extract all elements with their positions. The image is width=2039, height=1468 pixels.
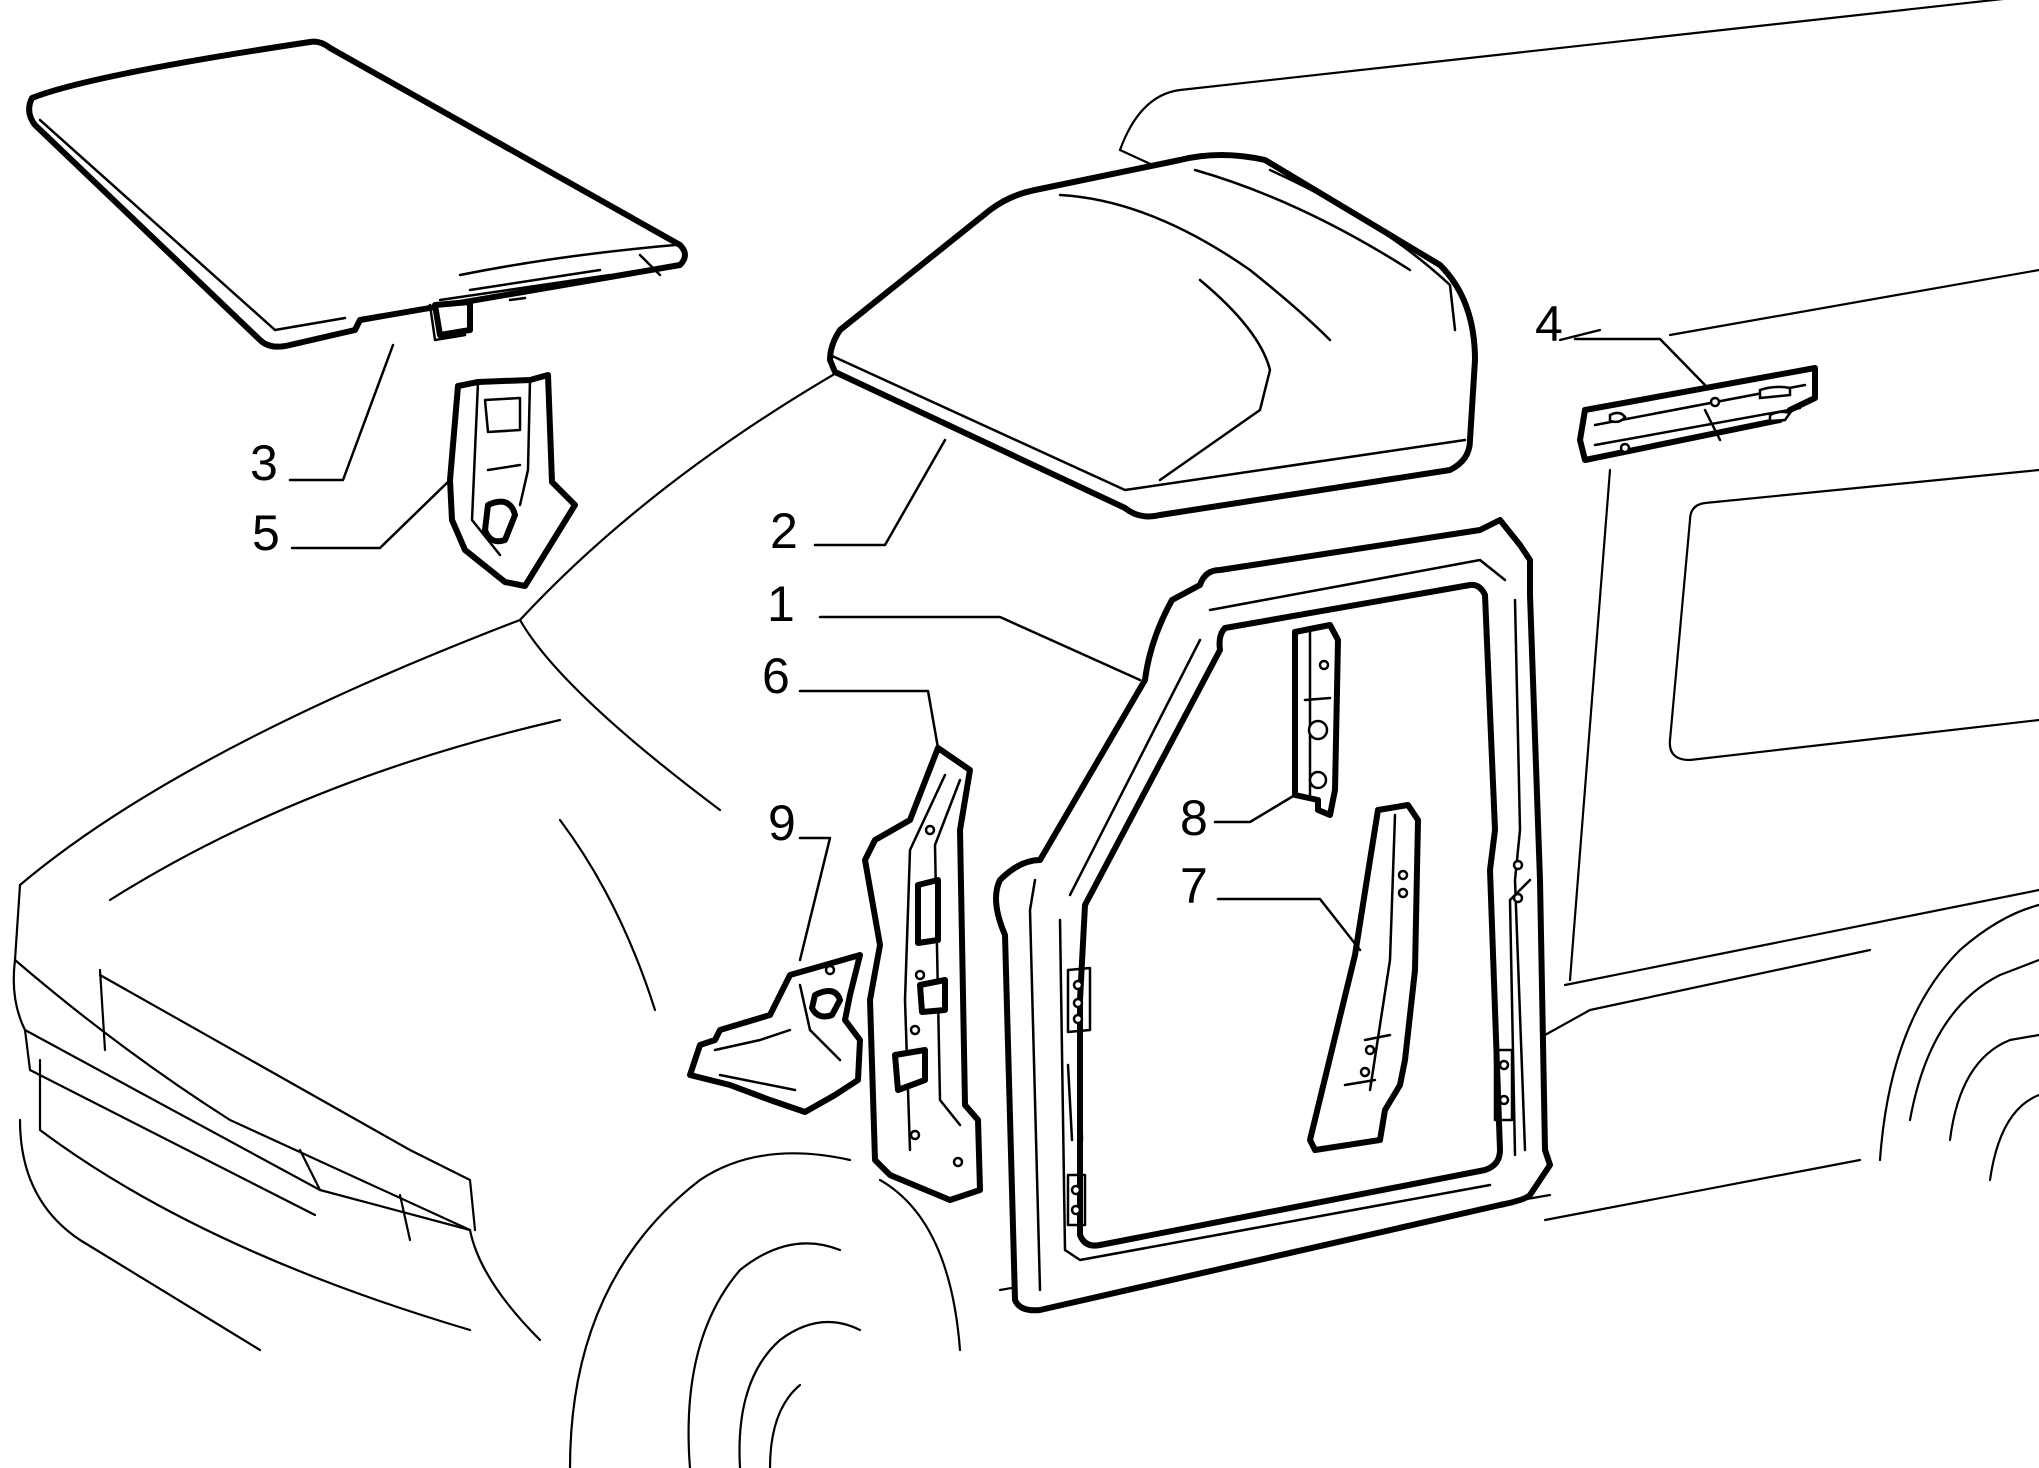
callout-4: 4 (1535, 296, 1563, 352)
leader-4 (1573, 337, 1707, 387)
leader-7 (1216, 897, 1362, 952)
callout-6: 6 (762, 648, 790, 704)
leader-lines (288, 337, 1707, 962)
vehicle-outline (12, 0, 2039, 1468)
callout-labels: 3 5 2 1 6 9 8 7 4 (250, 296, 1563, 914)
callout-5: 5 (252, 505, 280, 561)
callout-3: 3 (250, 435, 278, 491)
leader-9 (798, 836, 832, 962)
callout-1: 1 (767, 576, 795, 632)
part-7-lower-reinforcement (1307, 802, 1421, 1153)
part-3-front-roof-panel (26, 38, 688, 350)
callout-7: 7 (1180, 858, 1208, 914)
leader-6 (798, 689, 940, 750)
callout-2: 2 (770, 503, 798, 559)
frame-holes (1066, 859, 1524, 1227)
part-6-a-pillar (862, 745, 983, 1203)
leader-3 (288, 343, 395, 482)
part-9-side-bracket (687, 952, 863, 1115)
callout-8: 8 (1180, 790, 1208, 846)
part-1-door-aperture-frame (993, 517, 1553, 1314)
leader-1 (818, 615, 1142, 682)
part-5-pillar-bracket (447, 372, 578, 589)
part-8-upper-reinforcement (1292, 622, 1341, 818)
leader-2 (813, 438, 947, 547)
part-2-roof-panel (827, 152, 1478, 520)
leader-5 (290, 476, 454, 550)
callout-9: 9 (768, 795, 796, 851)
part-4-rear-cross-member (1577, 365, 1818, 463)
leader-8 (1213, 793, 1297, 824)
